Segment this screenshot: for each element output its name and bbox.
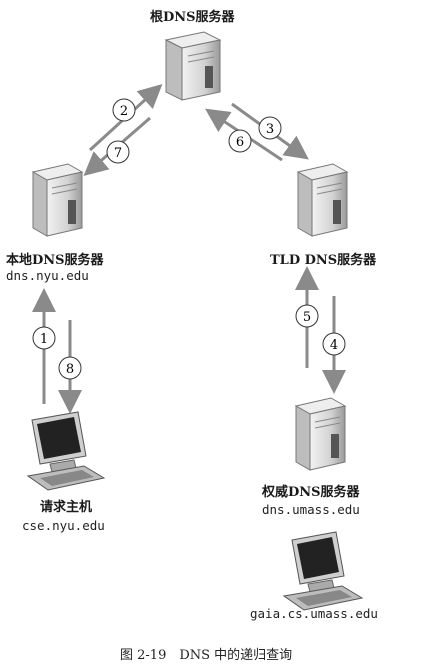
arrows <box>32 83 346 414</box>
local-server-label: 本地DNS服务器 <box>6 253 104 268</box>
step-5-badge: 5 <box>295 304 319 328</box>
root-server-icon <box>164 31 222 101</box>
step-3-label: 3 <box>266 122 274 137</box>
requesting-host-computer-icon <box>26 411 106 491</box>
step-3-badge: 3 <box>258 116 282 140</box>
figure-caption: 图 2-19 DNS 中的递归查询 <box>120 648 293 663</box>
target-host: gaia.cs.umass.edu <box>250 606 378 621</box>
step-2-badge: 2 <box>112 98 136 122</box>
step-8-label: 8 <box>66 362 74 377</box>
authoritative-dns-server-icon <box>294 397 347 471</box>
step-8-badge: 8 <box>58 356 82 380</box>
step-circles: 2 7 6 3 1 8 5 4 <box>32 98 346 380</box>
step-1-badge: 1 <box>32 326 56 350</box>
step-5-label: 5 <box>303 310 311 325</box>
step-2-label: 2 <box>120 104 128 119</box>
local-server-host: dns.nyu.edu <box>6 268 89 283</box>
step-6-badge: 6 <box>228 129 252 153</box>
step-7-badge: 7 <box>106 140 130 164</box>
step-4-label: 4 <box>330 338 338 353</box>
step-4-badge: 4 <box>322 332 346 356</box>
tld-server-label: TLD DNS服务器 <box>270 253 377 268</box>
auth-server-host: dns.umass.edu <box>262 502 360 517</box>
auth-server-label: 权威DNS服务器 <box>262 485 360 500</box>
step-6-label: 6 <box>236 135 244 150</box>
requester-host: cse.nyu.edu <box>22 518 105 533</box>
local-dns-server-icon <box>31 163 84 237</box>
requester-label: 请求主机 <box>40 500 93 515</box>
tld-dns-server-icon <box>296 163 349 237</box>
step-7-label: 7 <box>114 146 122 161</box>
root-server-label: 根DNS服务器 <box>150 10 235 25</box>
target-host-computer-icon <box>282 531 364 611</box>
step-1-label: 1 <box>40 332 48 347</box>
